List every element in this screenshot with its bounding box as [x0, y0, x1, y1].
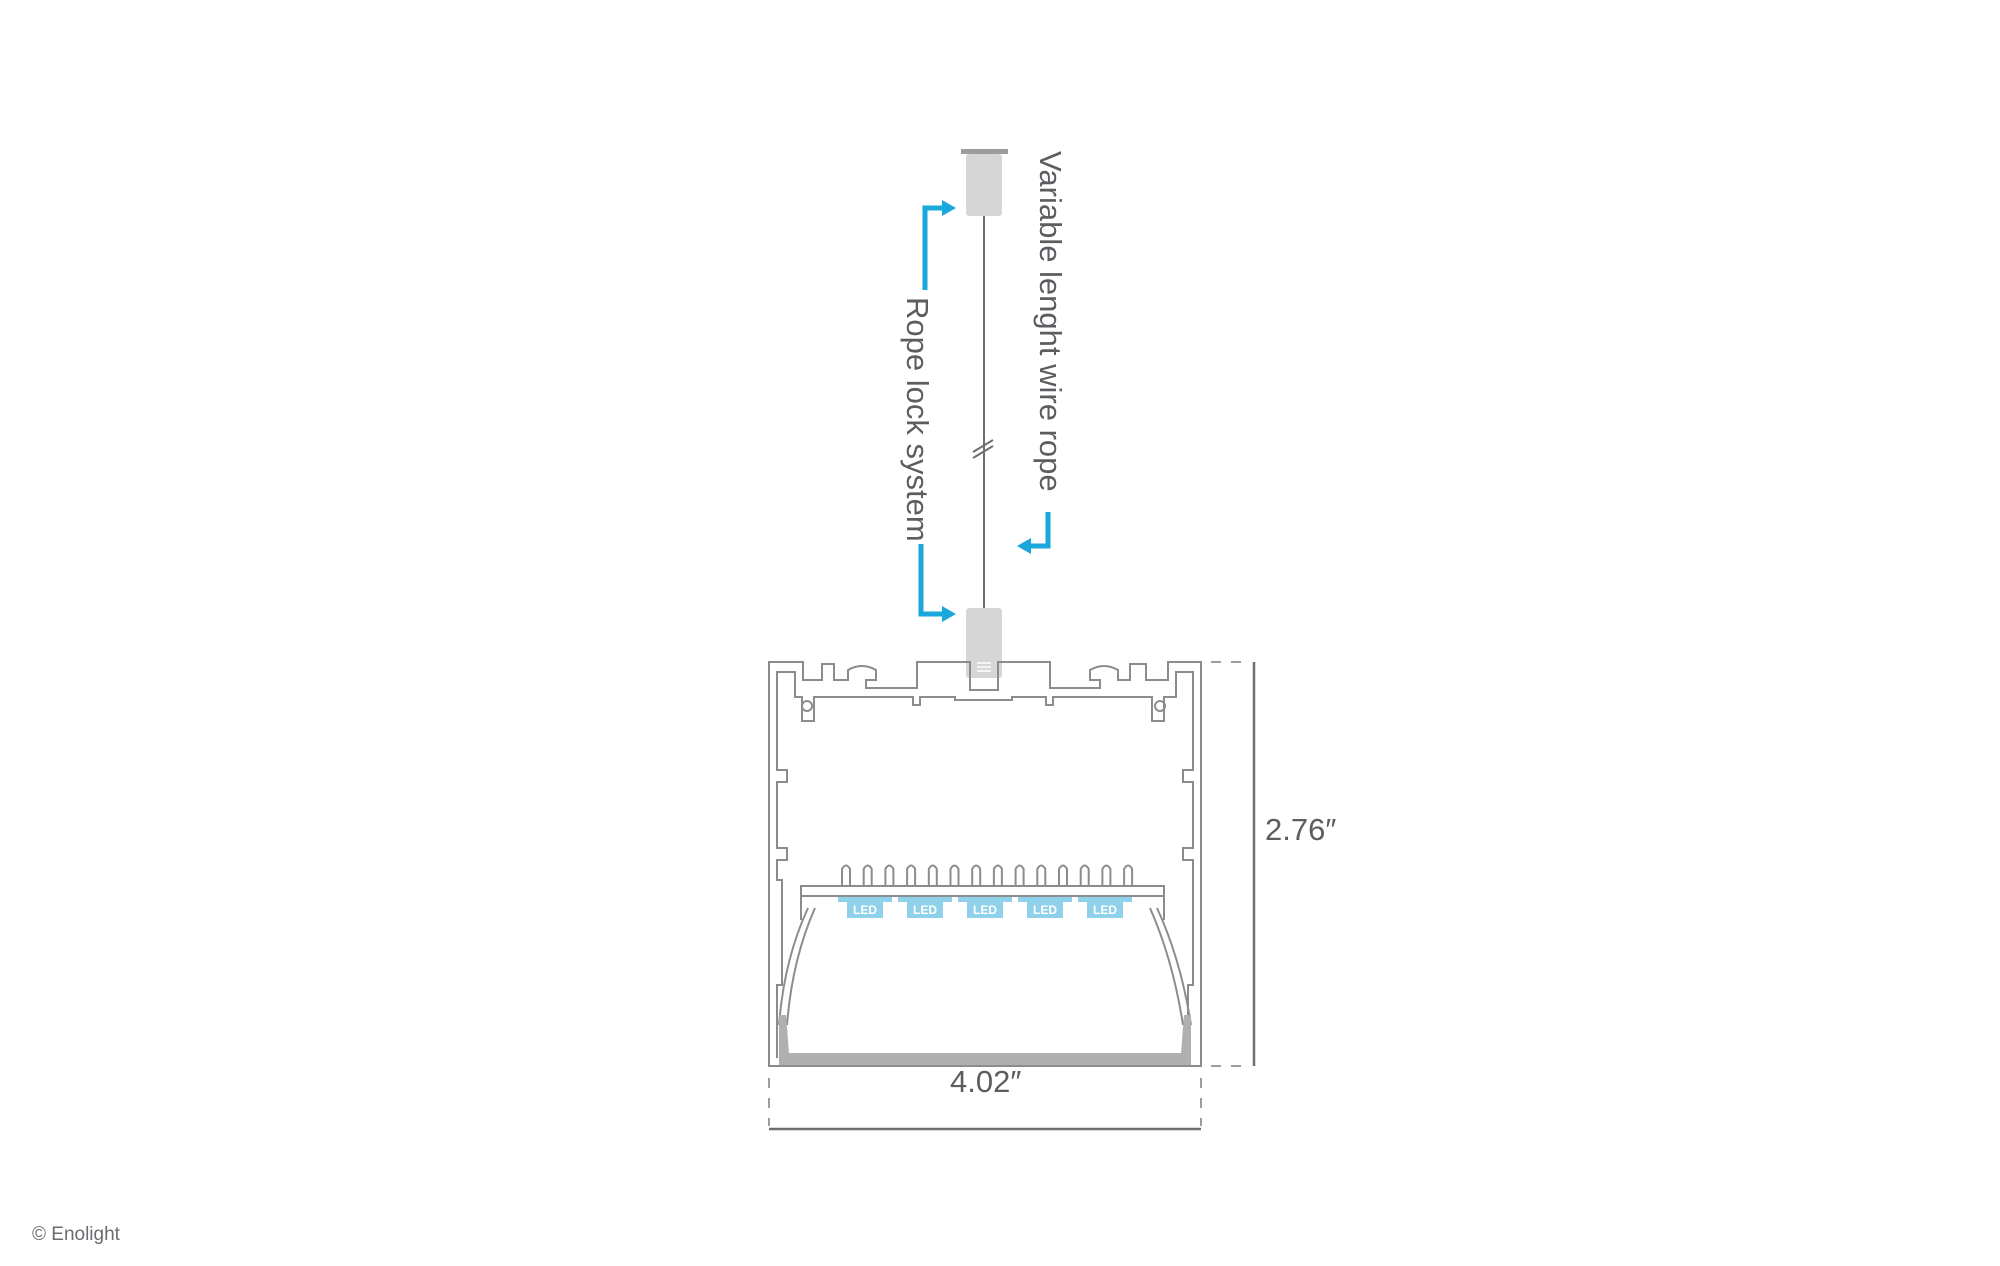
ceiling-cap [961, 149, 1008, 154]
heat-sink-fin [1123, 864, 1134, 886]
led-chip: LED [838, 897, 892, 918]
heat-sink-fin [949, 864, 960, 886]
heat-sink-fin [1014, 864, 1025, 886]
heat-sink-fin [841, 864, 851, 886]
arrow-rope-lock-top [922, 205, 945, 290]
ceiling-canopy [966, 154, 1002, 216]
led-chip: LED [898, 897, 952, 918]
arrowhead-icon [1017, 538, 1031, 554]
profile-inner [776, 671, 1194, 1058]
led-chip: LED [1078, 897, 1132, 918]
diffuser-right [1156, 907, 1192, 1026]
led-label: LED [1093, 903, 1117, 917]
arrow-rope-lock-bottom [918, 544, 945, 617]
heat-sink-fin [992, 864, 1003, 886]
rope-lock-label: Rope lock system [900, 297, 935, 542]
lens-clip-left [779, 1015, 789, 1053]
led-label: LED [1033, 903, 1057, 917]
diffuser-left [778, 907, 809, 1026]
heat-sink-fin [1058, 864, 1068, 886]
heat-sink-fin [971, 864, 982, 886]
dimension-guides [768, 661, 1250, 1126]
diffuser-right-inner [1149, 907, 1184, 1026]
break-mark [972, 439, 994, 459]
profile-outer [768, 661, 1202, 1067]
lens-clip-right [1181, 1015, 1191, 1053]
heat-sink-fin [927, 864, 938, 886]
led-chip: LED [1018, 897, 1072, 918]
led-chip: LED [958, 897, 1012, 918]
arrow-wire-rope [1028, 512, 1051, 549]
diffuser-left-inner [786, 907, 816, 1026]
heat-sink-fin [862, 864, 873, 886]
profile-section [768, 661, 1202, 1067]
led-label: LED [973, 903, 997, 917]
heat-sink-fin [1079, 864, 1090, 886]
bottom-lens [779, 1053, 1191, 1065]
led-label: LED [853, 903, 877, 917]
copyright-notice: © Enolight [32, 1224, 120, 1245]
height-dimension-label: 2.76″ [1265, 812, 1337, 847]
wire-rope-label: Variable lenght wire rope [1033, 151, 1068, 492]
heat-sink-fin [906, 864, 917, 886]
heat-sink-fin [1036, 864, 1047, 886]
heat-sink-fin [1101, 864, 1112, 886]
width-dimension-label: 4.02″ [950, 1064, 1022, 1099]
thread-icon [977, 662, 991, 672]
arrowhead-icon [942, 606, 956, 622]
heat-sink [800, 885, 1165, 920]
heat-sink-fin [884, 864, 895, 886]
led-strip: LED LED LED LED LED [838, 897, 1132, 918]
heat-sink-fins [841, 864, 1134, 886]
arrowhead-icon [942, 200, 956, 216]
led-label: LED [913, 903, 937, 917]
rope-lock [966, 608, 1002, 678]
